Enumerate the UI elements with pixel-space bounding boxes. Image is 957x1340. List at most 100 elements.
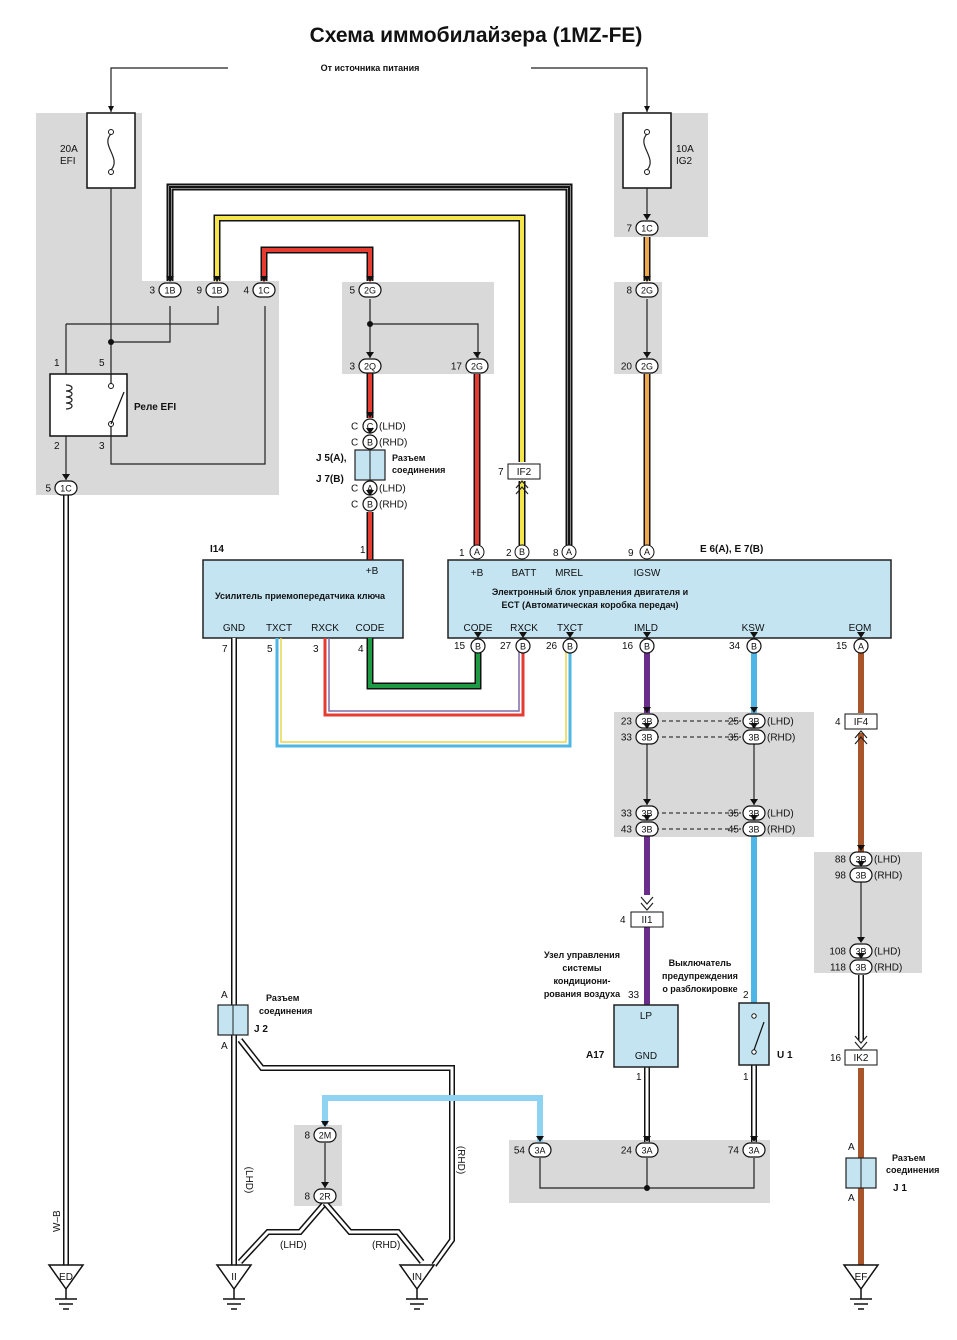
if4-pin: 4: [835, 717, 841, 728]
ecu-pin-imld-num: 16: [622, 641, 634, 652]
conn-j5-c-rhd-bottom: BC(RHD): [351, 490, 407, 512]
ac-desc-l2: системы: [562, 963, 601, 973]
conn-3b-45-variant: (RHD): [767, 825, 795, 836]
wire-ground-lightblue: [322, 1095, 543, 1142]
ecu-pin-txct-num: 26: [546, 641, 558, 652]
transponder-amplifier: [202, 559, 404, 639]
conn-1b-9: 1B9: [196, 276, 229, 298]
wire-rhd-label: (RHD): [455, 1146, 466, 1174]
conn-2g-20-code: 2G: [641, 362, 653, 372]
j5-label-l2: соединения: [392, 465, 445, 475]
efi-fuse-name: EFI: [60, 156, 76, 167]
conn-ecu-15b: B: [470, 632, 486, 654]
amplifier-name: Усилитель приемопередатчика ключа: [215, 591, 386, 601]
conn-3b-88-code: 3B: [855, 855, 866, 865]
wire-plusb-red: [366, 373, 481, 560]
amplifier-pin-rxck-num: 3: [313, 644, 319, 655]
conn-3b-43-num: 43: [621, 825, 633, 836]
conn-3a-74-code: 3A: [748, 1146, 759, 1156]
conn-ecu-8a: A: [566, 547, 572, 557]
diagram-title: Схема иммобилайзера (1MZ-FE): [310, 24, 643, 47]
branch-rhd-label: (RHD): [372, 1240, 400, 1251]
ecu-pin-ksw: KSW: [742, 623, 765, 634]
conn-1c-4: 1C4: [243, 276, 276, 298]
ecu-pin-code: CODE: [464, 623, 493, 634]
conn-1b-9-num: 9: [196, 286, 202, 297]
conn-3a-24-num: 24: [621, 1146, 633, 1157]
wire-ac-gnd: [644, 1065, 757, 1142]
amplifier-pin-gnd: GND: [223, 623, 245, 634]
conn-ecu-26b-code: B: [567, 642, 573, 652]
conn-3b-108-code: 3B: [855, 947, 866, 957]
j5-label-l1: Разъем: [392, 453, 426, 463]
ii1-label: II1: [641, 915, 653, 926]
j1-a-top: A: [848, 1142, 855, 1153]
conn-3b-98-variant: (RHD): [874, 871, 902, 882]
switch-id: U 1: [777, 1050, 793, 1061]
switch-top-num: 2: [743, 990, 749, 1001]
conn-ecu-16b: B: [639, 632, 655, 654]
conn-2g-8-num: 8: [626, 286, 632, 297]
ecu-pin-ksw-num: 34: [729, 641, 741, 652]
engine-ecu: [447, 559, 892, 639]
unlock-warning-switch: [738, 1002, 770, 1066]
j1-a-bottom: A: [848, 1193, 855, 1204]
ac-lp-num: 33: [628, 990, 640, 1001]
amplifier-pin-code-num: 4: [358, 644, 364, 655]
relay-connector-area: [142, 281, 279, 495]
amplifier-top-pin-name: +B: [366, 566, 379, 577]
conn-3b-25-num: 25: [728, 717, 740, 728]
conn-3b-118-code: 3B: [855, 963, 866, 973]
ig2-fuse-rating: 10A: [676, 144, 694, 155]
conn-2g-8: 2G8: [626, 276, 659, 298]
ecu-pin-igsw: IGSW: [634, 568, 661, 579]
conn-1c-5: 1C5: [45, 474, 78, 496]
conn-1b-3-num: 3: [149, 286, 155, 297]
conn-ecu-34b-code: B: [751, 642, 757, 652]
conn-3b-35-b-variant: (LHD): [767, 809, 794, 820]
conn-ecu-15a: A: [853, 632, 869, 654]
conn-2g-17-code: 2G: [471, 362, 483, 372]
j2-id: J 2: [254, 1024, 268, 1035]
2g-igsw-area: [614, 282, 662, 374]
conn-3b-23-num: 23: [621, 717, 633, 728]
conn-ecu-9a: A: [644, 547, 650, 557]
conn-2m-8: 2M8: [304, 1121, 337, 1143]
conn-2g-5-code: 2G: [364, 286, 376, 296]
conn-3a-74-num: 74: [728, 1146, 740, 1157]
amplifier-pin-txct: TXCT: [266, 623, 292, 634]
conn-3b-43-code: 3B: [641, 825, 652, 835]
ecu-top-connectors: A B A A: [469, 544, 655, 560]
ground-ed-label: ED: [59, 1272, 73, 1283]
conn-3b-98-code: 3B: [855, 871, 866, 881]
ground-ef-label: EF: [855, 1272, 868, 1283]
if2-pin: 7: [498, 467, 504, 478]
ac-pin-lp: LP: [640, 1011, 653, 1022]
ecu-bottom-pin-labels: CODE RXCK TXCT IMLD KSW EOM 15 27 26 16 …: [454, 623, 871, 652]
j2-a-top: A: [221, 990, 228, 1001]
conn-1c-7-code: 1C: [641, 224, 653, 234]
ecu-id: E 6(A), E 7(B): [700, 544, 763, 555]
conn-3b-23-code: 3B: [641, 717, 652, 727]
conn-3b-98-num: 98: [835, 871, 847, 882]
conn-1b-3-code: 1B: [164, 286, 175, 296]
wire-lhd-label: (LHD): [243, 1167, 254, 1194]
conn-2g-17-num: 17: [451, 362, 463, 373]
j7-id: J 7(B): [316, 474, 344, 485]
ecu-pin-mrel-num: 8: [553, 548, 559, 559]
switch-desc-l3: о разблокировке: [662, 984, 737, 994]
conn-ecu-16b-code: B: [644, 642, 650, 652]
ac-unit-id: A17: [586, 1050, 605, 1061]
conn-1c-7-num: 7: [626, 224, 632, 235]
if2-label: IF2: [517, 467, 532, 478]
conn-3b-35-a-code: 3B: [748, 733, 759, 743]
relay-pin-1: 1: [54, 358, 60, 369]
conn-3b-45-code: 3B: [748, 825, 759, 835]
conn-2q-3-code: 2Q: [364, 362, 376, 372]
j2-label-l1: Разъем: [266, 993, 300, 1003]
conn-j5-c-lhd-bottom-variant: (LHD): [379, 484, 406, 495]
